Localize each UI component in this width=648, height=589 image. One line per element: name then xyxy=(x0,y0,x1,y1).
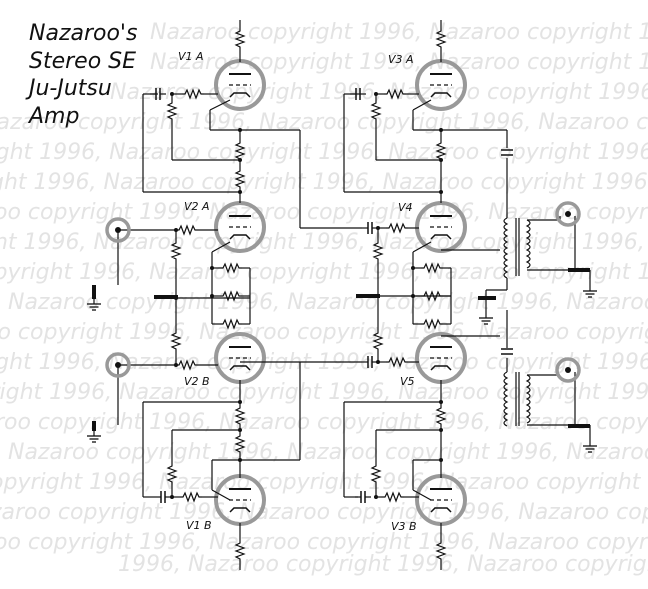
watermark-line: Nazaroo copyright 1996, Nazaroo copyrigh… xyxy=(0,410,648,435)
watermark-line: Nazaroo copyright 1996, Nazaroo copyrigh… xyxy=(0,200,648,225)
title-line: Nazaroo's xyxy=(29,21,138,46)
tube-label-v4: V4 xyxy=(398,201,413,214)
watermark-line: ght 1996, Nazaroo copyright 1996, Nazaro… xyxy=(0,170,648,195)
tube-label-v2b: V2 B xyxy=(184,375,210,388)
watermark-line: Nazaroo copyright 1996, Nazaroo copyrigh… xyxy=(0,110,648,135)
title-line: Stereo SE xyxy=(29,48,137,74)
output-transformer-upper xyxy=(503,217,531,290)
ground-symbols xyxy=(86,284,598,453)
watermark-line: Nazaroo copyright 1996, Nazaroo copyrigh… xyxy=(110,80,648,105)
triode-v3b xyxy=(415,474,467,526)
triode-v5 xyxy=(415,332,467,384)
triode-v3a xyxy=(415,59,467,111)
tube-label-v5: V5 xyxy=(400,375,415,388)
triode-v2a xyxy=(214,201,266,253)
watermark-line: Nazaroo copyright 1996, Nazaroo copyrigh… xyxy=(0,320,648,345)
triode-v1b xyxy=(214,474,266,526)
watermark-line: Nazaroo copyright 1996, Nazaroo copyrigh… xyxy=(0,380,648,405)
watermark-line: Nazaroo copyright 1996, Nazaroo copyrigh… xyxy=(0,140,648,165)
output-transformer-lower xyxy=(503,371,531,427)
wiring-left xyxy=(117,20,362,570)
tube-label-v1a: V1 A xyxy=(178,50,204,63)
tube-label-v1b: V1 B xyxy=(186,519,212,532)
resistors xyxy=(167,27,446,563)
watermark-line: ght 1996, Nazaroo copyright 1996, Nazaro… xyxy=(0,230,648,255)
watermark-line: Nazaroo copyright 1996, Nazaroo copyrigh… xyxy=(0,500,648,525)
tube-label-v3a: V3 A xyxy=(388,53,414,66)
watermark-line: Nazaroo copyright 1996, Nazaroo copyrigh… xyxy=(150,20,648,45)
bypass-capacitors xyxy=(92,268,590,431)
tube-label-v3b: V3 B xyxy=(391,520,417,533)
junction-dots xyxy=(170,92,443,499)
triode-v2b xyxy=(214,332,266,384)
title-line: Ju-Jutsu xyxy=(29,76,112,101)
watermark-line: Nazaroo copyright 1996, Nazaroo copyrigh… xyxy=(0,470,648,495)
watermark-line: Nazaroo copyright 1996, Nazaroo copyrigh… xyxy=(150,50,648,75)
schematic-title: Nazaroo's Stereo SE Ju-Jutsu Amp xyxy=(29,20,137,130)
output-jack-right xyxy=(555,357,581,383)
wiring-right xyxy=(300,20,591,570)
watermark-line: Nazaroo copyright 1996, Nazaroo copyrigh… xyxy=(0,530,648,555)
title-line: Amp xyxy=(29,103,80,129)
triode-v4 xyxy=(415,201,467,253)
watermark-line: Nazaroo copyright 1996, Nazaroo copyrigh… xyxy=(0,260,648,285)
capacitors xyxy=(149,87,513,504)
output-jack-left xyxy=(555,201,581,227)
tube-label-v2a: V2 A xyxy=(184,200,210,213)
triode-v1a xyxy=(214,59,266,111)
watermark-line: 1996, Nazaroo copyright 1996, Nazaroo co… xyxy=(118,552,648,577)
watermark-line: 6, Nazaroo copyright 1996, Nazaroo copyr… xyxy=(0,440,648,465)
